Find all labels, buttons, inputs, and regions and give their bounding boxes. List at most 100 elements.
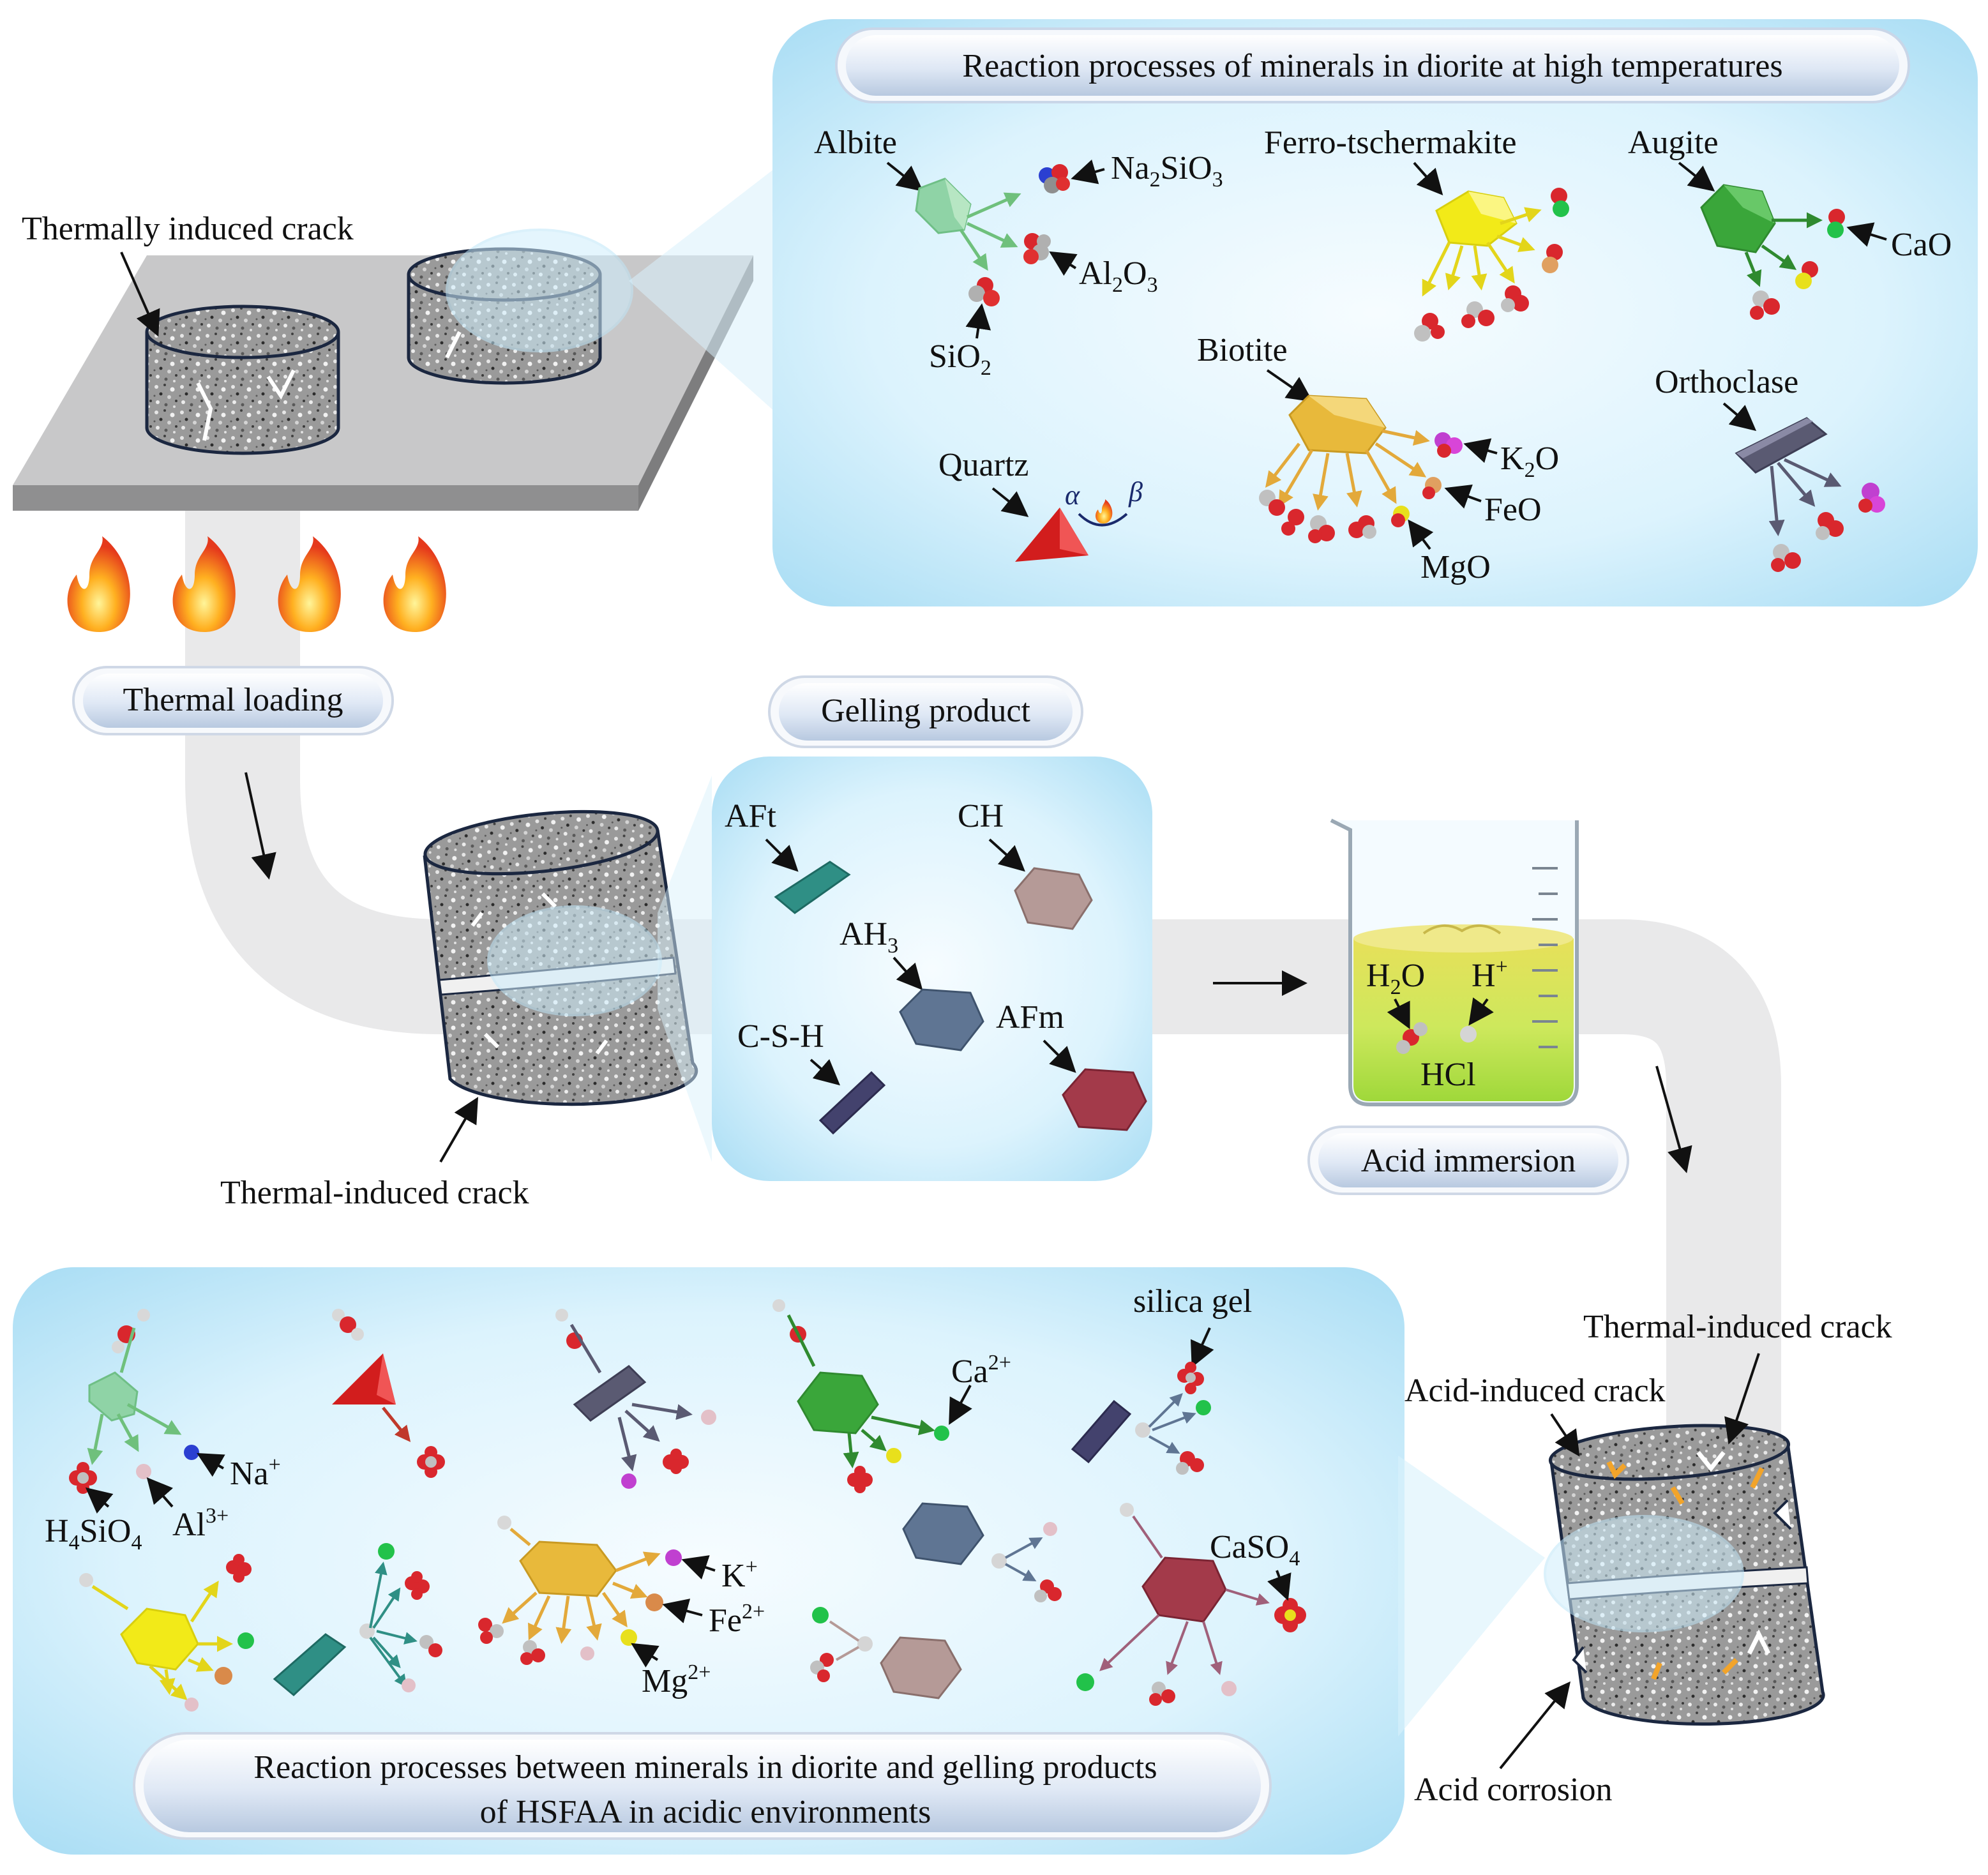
gelling-product-title: Gelling product (821, 693, 1030, 729)
label-csh: C-S-H (737, 1018, 824, 1055)
arrow-augite (1678, 162, 1715, 192)
acid-immersion-label: Acid immersion (1361, 1143, 1576, 1179)
label-fe2: Fe2+ (709, 1600, 765, 1639)
label-ah3: AH3 (840, 916, 898, 958)
acid-albite-group (69, 1309, 199, 1494)
arrow-k2o (1463, 438, 1498, 463)
arrow-quartz (991, 487, 1029, 517)
acid-biotite-group (478, 1516, 682, 1665)
high-temperature-title: Reaction processes of minerals in diorit… (962, 48, 1782, 84)
label-k: K+ (721, 1555, 758, 1594)
cylinder-middle (423, 809, 698, 1106)
arrow-ca2 (949, 1385, 972, 1426)
label-ch: CH (958, 798, 1004, 834)
arrow-mg2 (631, 1643, 659, 1668)
acid-ferro-group (79, 1554, 254, 1712)
acid-ch-group (810, 1607, 962, 1699)
label-na: Na+ (230, 1453, 281, 1492)
ferro-tschermakite-crystal (1435, 190, 1517, 247)
orthoclase-products (1771, 483, 1885, 572)
arrow-csh (810, 1058, 841, 1086)
zoom-cone-top (629, 163, 782, 418)
label-aft: AFt (725, 798, 776, 834)
arrow-h2o (1387, 998, 1410, 1030)
arrow-silica-gel (1191, 1327, 1214, 1368)
arrow-na2sio3 (1071, 159, 1105, 184)
label-quartz: Quartz (938, 447, 1028, 483)
arrow-fe2 (662, 1599, 703, 1623)
label-k2o: K2O (1500, 441, 1559, 482)
label-al2o3: Al2O3 (1079, 255, 1158, 297)
label-thermally-induced-crack: Thermally induced crack (22, 211, 354, 247)
arrow-ah3 (892, 956, 923, 990)
arrow-feo (1444, 485, 1482, 509)
acid-augite-group (772, 1299, 949, 1493)
flame-icon (278, 536, 341, 632)
ion-h-plus (1460, 1026, 1477, 1043)
zoom-cone-mid (658, 776, 712, 1162)
augite-products (1750, 209, 1845, 320)
quartz-beta: β (1128, 476, 1143, 508)
molecule-sio2 (968, 277, 1000, 306)
orthoclase-crystal (1735, 417, 1828, 474)
molecule-al2o3 (1023, 233, 1051, 264)
augite-arrow (1761, 244, 1797, 270)
flame-icons (67, 536, 446, 632)
albite-arrow (966, 222, 1018, 248)
pill-acid-immersion: Acid immersion (1307, 1126, 1629, 1195)
biotite-crystal (1288, 395, 1387, 455)
biotite-arrows (1265, 429, 1430, 511)
acid-reactions-title-line1: Reaction processes between minerals in d… (253, 1749, 1157, 1786)
orthoclase-arrow (1768, 465, 1785, 536)
molecule-h2o (1396, 1022, 1427, 1054)
arrow-h4sio4 (85, 1487, 114, 1514)
sample-cylinder-2 (407, 229, 633, 385)
arrow-mgo (1408, 519, 1434, 550)
acid-afm-group (1076, 1503, 1306, 1706)
pill-thermal-loading: Thermal loading (72, 666, 394, 735)
label-feo: FeO (1484, 492, 1542, 528)
augite-arrow (1744, 252, 1762, 287)
arrow-ch (988, 838, 1025, 872)
cylinder-corroded (1544, 1424, 1825, 1726)
arrow-k (681, 1555, 716, 1580)
aft-crystal (774, 861, 851, 914)
quartz-transition-arc (1078, 513, 1128, 527)
arrow-afm (1043, 1039, 1076, 1073)
arrow-biotite (1266, 369, 1313, 402)
arrow-acid-immersion (1655, 1066, 1692, 1173)
acid-reactions-title-line2: of HSFAA in acidic environments (480, 1794, 931, 1830)
label-thermal-induced-crack-right: Thermal-induced crack (1583, 1309, 1892, 1345)
label-h-plus: H+ (1472, 955, 1508, 994)
orthoclase-arrow (1777, 462, 1816, 507)
arrow-ferro-tschermakite (1413, 162, 1443, 195)
arrow-sio2 (965, 303, 991, 339)
arrow-h-plus (1468, 997, 1494, 1026)
label-orthoclase: Orthoclase (1655, 364, 1798, 400)
arrow-na (197, 1453, 225, 1477)
albite-arrow (966, 192, 1021, 219)
flame-icon (67, 536, 130, 632)
label-h2o: H2O (1366, 958, 1425, 999)
label-caso4: CaSO4 (1210, 1529, 1300, 1570)
arrow-acid-corrosion (1499, 1681, 1571, 1770)
label-acid-induced-crack: Acid-induced crack (1404, 1373, 1666, 1409)
quartz-alpha: α (1065, 479, 1080, 511)
sample-cylinder-1 (145, 305, 340, 455)
arrow-aft (765, 838, 799, 872)
arrow-thermally-induced-crack (120, 252, 160, 337)
beaker (1330, 818, 1579, 1106)
label-mg2: Mg2+ (642, 1660, 711, 1699)
arrow-albite (886, 162, 924, 192)
arrow-acid-induced-crack (1550, 1413, 1580, 1457)
label-mgo: MgO (1420, 549, 1491, 585)
label-augite: Augite (1628, 124, 1719, 161)
arrow-thermal-induced-crack-mid (439, 1097, 479, 1163)
flame-icon (172, 536, 236, 632)
albite-crystal (915, 177, 972, 234)
panel-high-temperature: Reaction processes of minerals in diorit… (772, 19, 1978, 606)
label-biotite: Biotite (1197, 332, 1288, 368)
augite-crystal (1700, 184, 1776, 253)
csh-crystal (818, 1071, 886, 1135)
